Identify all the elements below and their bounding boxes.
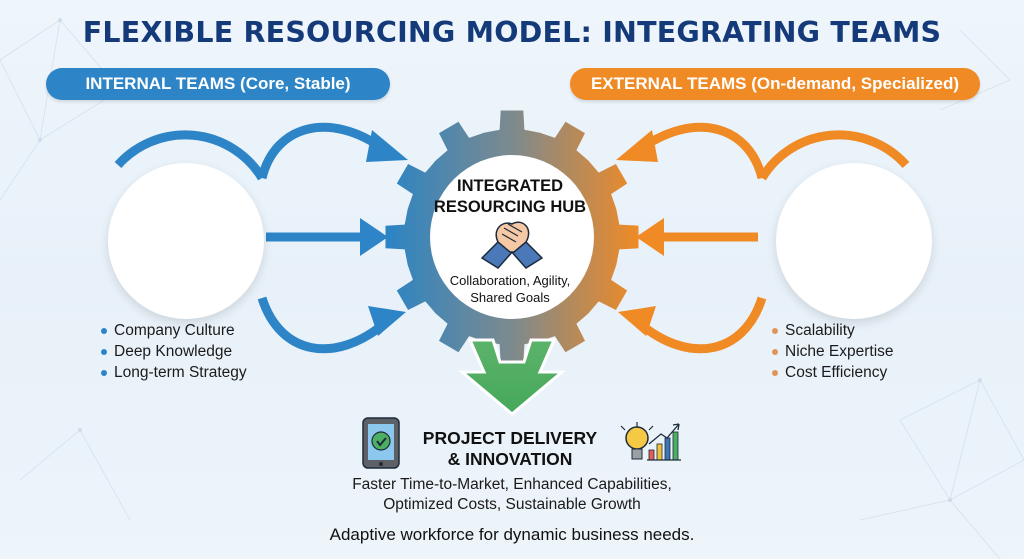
external-benefits-list: Scalability Niche Expertise Cost Efficie…	[772, 320, 894, 383]
list-item: Company Culture	[101, 320, 247, 341]
left-outer-ring	[114, 130, 266, 181]
delivery-title-line2: & INNOVATION	[447, 449, 573, 469]
list-item: Niche Expertise	[772, 341, 894, 362]
right-outer-ring	[758, 130, 910, 181]
hub-title: INTEGRATED RESOURCING HUB	[432, 176, 588, 218]
right-middle-arrowhead	[636, 218, 664, 256]
delivery-title-line1: PROJECT DELIVERY	[422, 428, 598, 448]
right-bottom-arrowhead	[618, 306, 656, 336]
hub-title-line1: INTEGRATED	[456, 177, 564, 195]
internal-teams-icon-circle	[108, 163, 264, 319]
bullet-dot	[772, 348, 778, 355]
internal-teams-banner: INTERNAL TEAMS (Core, Stable)	[46, 68, 390, 100]
external-teams-icon-circle	[776, 163, 932, 319]
hub-subtitle-line1: Collaboration, Agility,	[449, 273, 571, 288]
page-title: FLEXIBLE RESOURCING MODEL: INTEGRATING T…	[82, 16, 942, 49]
bullet-dot	[772, 327, 778, 334]
bullet-dot	[101, 369, 107, 376]
hub-subtitle: Collaboration, Agility, Shared Goals	[432, 272, 588, 306]
bullet-dot	[101, 327, 107, 334]
right-bottom-arc	[636, 296, 767, 354]
left-middle-arrowhead	[360, 218, 388, 256]
left-top-arc	[257, 122, 388, 180]
left-bottom-arrowhead	[368, 306, 406, 336]
delivery-title: PROJECT DELIVERY & INNOVATION	[405, 428, 615, 470]
bullet-dot	[101, 348, 107, 355]
list-item: Deep Knowledge	[101, 341, 247, 362]
delivery-benefits-line2: Optimized Costs, Sustainable Growth	[383, 496, 641, 513]
external-flow-arrows	[636, 122, 910, 354]
list-item: Long-term Strategy	[101, 362, 247, 383]
handshake-icon	[480, 221, 544, 269]
internal-benefits-list: Company Culture Deep Knowledge Long-term…	[101, 320, 247, 383]
delivery-benefits: Faster Time-to-Market, Enhanced Capabili…	[300, 475, 724, 515]
delivery-benefits-line1: Faster Time-to-Market, Enhanced Capabili…	[352, 476, 672, 493]
left-bottom-arc	[257, 296, 388, 354]
internal-flow-arrows	[114, 122, 388, 354]
external-teams-banner: EXTERNAL TEAMS (On-demand, Specialized)	[570, 68, 980, 100]
list-item: Scalability	[772, 320, 894, 341]
hub-subtitle-line2: Shared Goals	[470, 290, 550, 305]
hub-title-line2: RESOURCING HUB	[433, 198, 587, 216]
tagline: Adaptive workforce for dynamic business …	[329, 525, 695, 544]
tablet-check-icon	[362, 417, 400, 469]
output-down-arrow	[457, 338, 567, 416]
list-item: Cost Efficiency	[772, 362, 894, 383]
right-top-arrowhead	[616, 130, 658, 162]
left-top-arrowhead	[366, 130, 408, 162]
lightbulb-growth-chart-icon	[620, 422, 681, 461]
right-top-arc	[636, 122, 767, 180]
bullet-dot	[772, 369, 778, 376]
